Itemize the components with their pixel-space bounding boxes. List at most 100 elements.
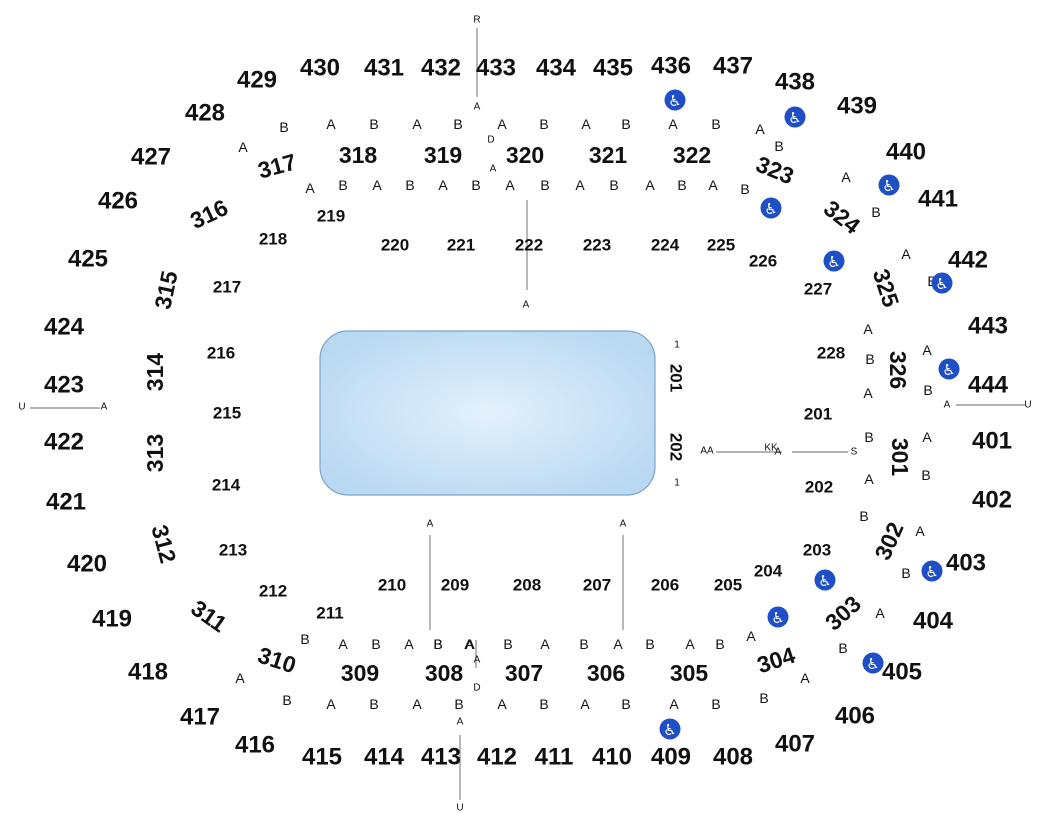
section-400-label[interactable]: 436 <box>651 53 691 80</box>
section-300-label[interactable]: 311 <box>186 595 231 638</box>
section-200-label[interactable]: 226 <box>749 252 777 271</box>
section-200-label[interactable]: 212 <box>259 582 287 601</box>
section-300-label[interactable]: 318 <box>339 142 378 168</box>
section-200-label[interactable]: 220 <box>381 236 409 255</box>
section-400-label[interactable]: 415 <box>302 744 342 771</box>
section-300-label[interactable]: 326 <box>885 351 911 389</box>
section-400-label[interactable]: 412 <box>477 744 517 771</box>
section-200-label[interactable]: 201 <box>667 364 686 392</box>
section-400-label[interactable]: 404 <box>913 608 954 635</box>
section-300-label[interactable]: 323 <box>752 151 797 189</box>
section-300-label[interactable]: 310 <box>255 642 300 679</box>
section-400-label[interactable]: 423 <box>44 372 84 399</box>
section-400-label[interactable]: 440 <box>886 139 926 166</box>
section-400-label[interactable]: 422 <box>44 429 84 456</box>
section-400-label[interactable]: 426 <box>98 188 138 215</box>
section-200-label[interactable]: 214 <box>212 476 241 495</box>
section-300-label[interactable]: 316 <box>186 194 232 234</box>
section-400-label[interactable]: 439 <box>837 93 877 120</box>
section-200-label[interactable]: 216 <box>207 344 235 363</box>
section-300-label[interactable]: 309 <box>341 660 379 686</box>
section-400-label[interactable]: 420 <box>67 551 107 578</box>
section-200-label[interactable]: 225 <box>707 236 735 255</box>
section-200-label[interactable]: 215 <box>213 404 241 423</box>
section-400-label[interactable]: 437 <box>713 53 753 80</box>
section-200-label[interactable]: 208 <box>513 576 541 595</box>
section-300-label[interactable]: 314 <box>142 353 168 392</box>
section-400-label[interactable]: 442 <box>948 247 988 274</box>
section-200-label[interactable]: 222 <box>515 236 543 255</box>
section-400-label[interactable]: 427 <box>131 144 171 171</box>
section-300-label[interactable]: 303 <box>820 591 866 636</box>
section-300-label[interactable]: 319 <box>424 142 462 168</box>
section-400-label[interactable]: 403 <box>946 550 986 577</box>
section-400-label[interactable]: 428 <box>185 100 225 127</box>
section-200-label[interactable]: 207 <box>583 576 611 595</box>
section-400-label[interactable]: 411 <box>535 744 574 771</box>
section-300-label[interactable]: 306 <box>587 660 625 686</box>
section-400-label[interactable]: 425 <box>68 246 108 273</box>
section-400-label[interactable]: 410 <box>592 744 632 771</box>
section-200-label[interactable]: 209 <box>441 576 469 595</box>
section-300-label[interactable]: 313 <box>142 434 168 472</box>
section-200-label[interactable]: 203 <box>803 541 831 560</box>
section-200-label[interactable]: 202 <box>667 433 686 461</box>
section-400-label[interactable]: 441 <box>918 186 958 213</box>
section-400-label[interactable]: 418 <box>128 659 168 686</box>
section-400-label[interactable]: 429 <box>237 67 277 94</box>
section-400-label[interactable]: 430 <box>300 55 340 82</box>
section-400-label[interactable]: 402 <box>972 487 1012 514</box>
section-300-label[interactable]: 312 <box>146 522 181 566</box>
section-400-label[interactable]: 431 <box>364 55 404 82</box>
section-400-label[interactable]: 409 <box>651 744 691 771</box>
section-400-label[interactable]: 416 <box>235 732 275 759</box>
section-300-label[interactable]: 324 <box>819 195 865 239</box>
section-300-label[interactable]: 325 <box>868 266 905 311</box>
section-200-label[interactable]: 211 <box>316 604 343 623</box>
section-300-label[interactable]: 304 <box>754 642 799 679</box>
section-200-label[interactable]: 202 <box>805 478 833 497</box>
section-400-label[interactable]: 443 <box>968 313 1008 340</box>
section-200-label[interactable]: 219 <box>317 207 345 226</box>
section-400-label[interactable]: 405 <box>882 659 922 686</box>
section-400-label[interactable]: 414 <box>364 744 405 771</box>
section-400-label[interactable]: 438 <box>775 69 815 96</box>
section-300-label[interactable]: 302 <box>869 518 908 564</box>
section-200-label[interactable]: 228 <box>817 344 845 363</box>
section-300-label[interactable]: 320 <box>506 142 544 168</box>
section-200-label[interactable]: 210 <box>378 576 406 595</box>
section-400-label[interactable]: 413 <box>421 744 461 771</box>
section-200-label[interactable]: 204 <box>754 562 783 581</box>
section-400-label[interactable]: 434 <box>536 55 577 82</box>
section-400-label[interactable]: 417 <box>180 704 220 731</box>
section-400-label[interactable]: 435 <box>593 55 633 82</box>
section-400-label[interactable]: 432 <box>421 55 461 82</box>
section-300-label[interactable]: 301 <box>887 438 913 477</box>
section-200-label[interactable]: 206 <box>651 576 679 595</box>
section-400-label[interactable]: 407 <box>775 731 815 758</box>
section-200-label[interactable]: 205 <box>714 576 742 595</box>
section-200-label[interactable]: 201 <box>804 405 832 424</box>
section-400-label[interactable]: 401 <box>972 428 1012 455</box>
section-300-label[interactable]: 305 <box>670 660 709 686</box>
section-400-label[interactable]: 433 <box>476 55 516 82</box>
section-300-label[interactable]: 315 <box>149 268 182 311</box>
section-200-label[interactable]: 218 <box>259 230 287 249</box>
section-200-label[interactable]: 213 <box>219 541 247 560</box>
section-300-label[interactable]: 322 <box>673 142 711 168</box>
section-200-label[interactable]: 224 <box>651 236 680 255</box>
section-400-label[interactable]: 406 <box>835 703 875 730</box>
section-200-label[interactable]: 223 <box>583 236 611 255</box>
section-200-label[interactable]: 217 <box>213 278 241 297</box>
section-200-label[interactable]: 227 <box>804 280 832 299</box>
section-400-label[interactable]: 421 <box>46 489 86 516</box>
section-200-label[interactable]: 221 <box>447 236 475 255</box>
section-400-label[interactable]: 408 <box>713 744 753 771</box>
section-300-label[interactable]: 308 <box>425 660 464 686</box>
section-300-label[interactable]: 321 <box>589 142 628 168</box>
section-400-label[interactable]: 419 <box>92 606 132 633</box>
section-400-label[interactable]: 424 <box>44 314 85 341</box>
section-300-label[interactable]: 307 <box>505 660 543 686</box>
section-300-label[interactable]: 317 <box>255 148 299 183</box>
section-400-label[interactable]: 444 <box>968 372 1009 399</box>
